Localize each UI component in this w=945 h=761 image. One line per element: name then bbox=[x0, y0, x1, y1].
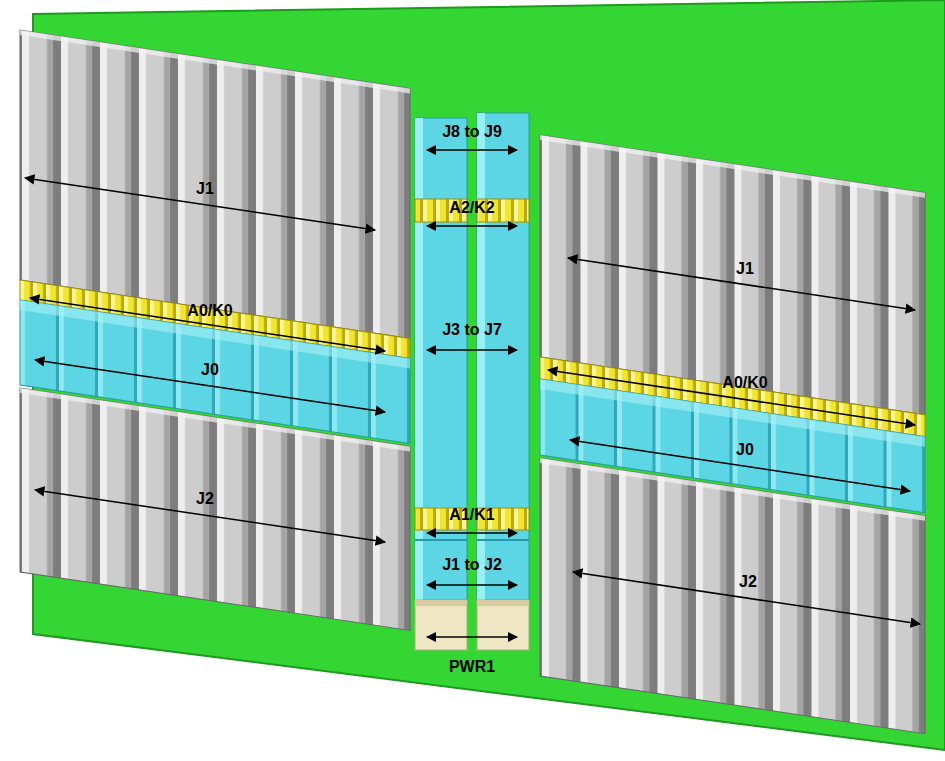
part-label: J8 to J9 bbox=[442, 124, 502, 140]
part-label: J0 bbox=[201, 362, 219, 378]
part-label: J1 bbox=[736, 261, 754, 277]
dimension-arrows bbox=[25, 150, 920, 637]
part-label: J1 bbox=[196, 181, 214, 197]
part-label: J2 bbox=[739, 574, 757, 590]
part-label: J3 to J7 bbox=[442, 322, 502, 338]
middle-connector-columns bbox=[415, 113, 529, 650]
part-label: PWR1 bbox=[449, 659, 495, 675]
part-label: A2/K2 bbox=[449, 200, 494, 216]
left-connector-block bbox=[20, 30, 410, 631]
part-label: J0 bbox=[736, 442, 754, 458]
part-label: J1 to J2 bbox=[442, 557, 502, 573]
right-connector-block bbox=[540, 135, 925, 734]
part-label: A0/K0 bbox=[187, 303, 232, 319]
part-label: A0/K0 bbox=[722, 375, 767, 391]
part-label: J2 bbox=[196, 491, 214, 507]
part-label: A1/K1 bbox=[449, 507, 494, 523]
